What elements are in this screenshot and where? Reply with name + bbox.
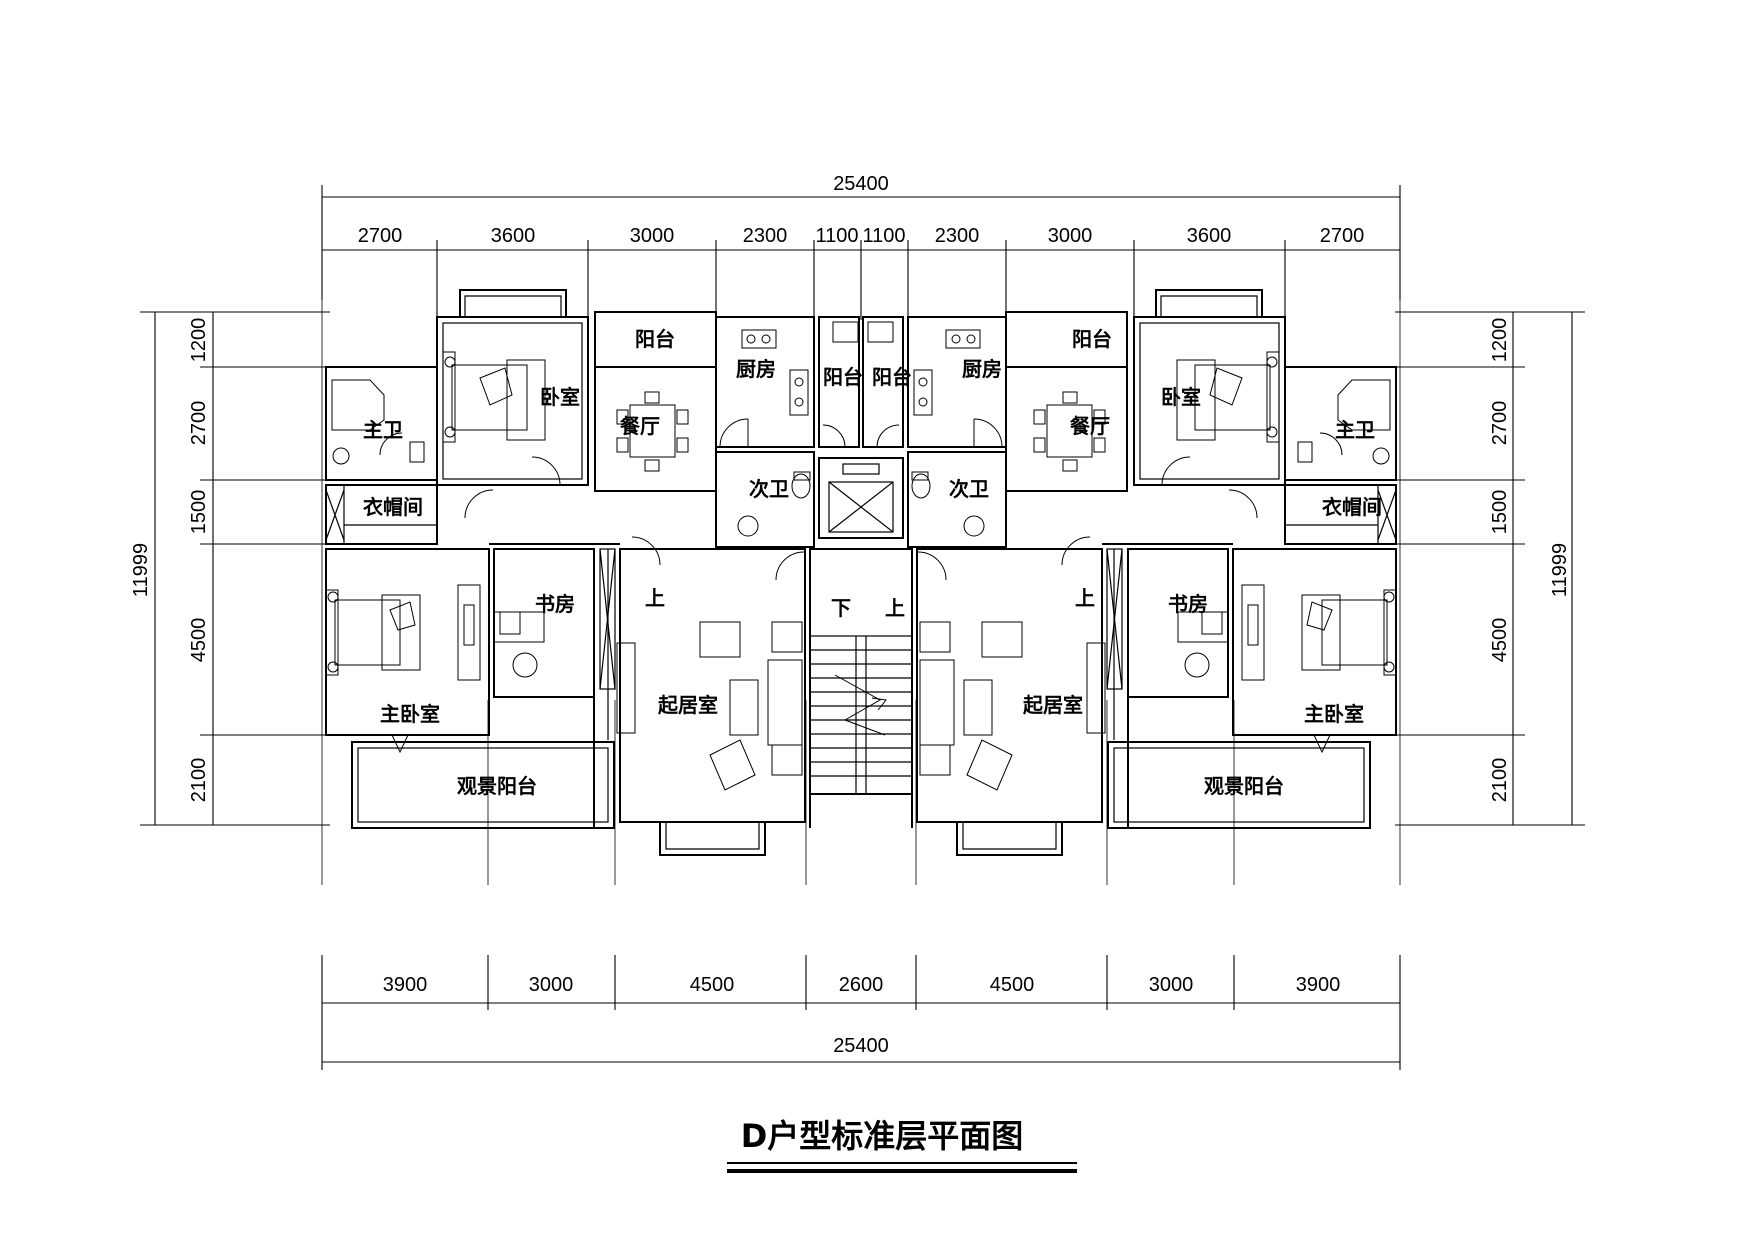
- label-stair-up-right: 上: [1075, 586, 1095, 610]
- top-total-dim: 25400: [833, 173, 889, 195]
- left-dim-2: 2700: [188, 401, 210, 446]
- left-dim-4: 4500: [188, 618, 210, 663]
- right-dim-2: 2700: [1489, 401, 1511, 446]
- left-dim-3: 1500: [188, 490, 210, 535]
- label-closet-right: 衣帽间: [1322, 495, 1382, 519]
- bottom-dim-2: 3000: [529, 974, 574, 996]
- right-dim-4: 4500: [1489, 618, 1511, 663]
- left-dim-5: 2100: [188, 758, 210, 803]
- left-total-dim: 11999: [130, 543, 152, 597]
- label-balcony-left: 阳台: [635, 327, 675, 351]
- top-dim-6: 1100: [862, 225, 905, 247]
- label-stair-down: 下: [831, 596, 851, 620]
- label-stair-up-core: 上: [885, 596, 905, 620]
- door-swings: [379, 418, 1343, 754]
- axis-lines: [321, 300, 1401, 885]
- left-dim-1: 1200: [188, 318, 210, 363]
- core-walls: [809, 316, 913, 828]
- top-dim-7: 2300: [935, 225, 980, 247]
- left-dimensions: 11999 1200 2700 1500 4500 2100: [130, 311, 330, 826]
- bottom-dim-5: 4500: [990, 974, 1035, 996]
- top-dim-4: 2300: [743, 225, 788, 247]
- label-master-bedroom-right: 主卧室: [1304, 702, 1364, 726]
- left-furniture: [325, 321, 894, 791]
- top-dim-2: 3600: [491, 225, 536, 247]
- label-living-left: 起居室: [657, 693, 718, 717]
- drawing-title: D户型标准层平面图: [741, 1117, 1024, 1155]
- right-furniture: [911, 329, 1397, 791]
- bottom-dim-1: 3900: [383, 974, 428, 996]
- label-kitchen-left: 厨房: [736, 357, 776, 381]
- label-kitchen-right: 厨房: [962, 357, 1002, 381]
- label-closet-left: 衣帽间: [363, 495, 423, 519]
- top-dim-3: 3000: [630, 225, 675, 247]
- label-master-bath-left: 主卫: [363, 418, 403, 442]
- core-labels: 下 上: [831, 596, 905, 620]
- label-dining-right: 餐厅: [1070, 414, 1110, 438]
- bottom-dim-3: 4500: [690, 974, 735, 996]
- label-small-balcony-left: 阳台: [823, 365, 863, 389]
- label-dining-left: 餐厅: [620, 414, 660, 438]
- bottom-dimensions: 3900 3000 4500 2600 4500 3000 3900 25400: [321, 955, 1401, 1070]
- right-dimensions: 11999 1200 2700 1500 4500 2100: [1395, 311, 1585, 826]
- label-stair-up-left: 上: [645, 586, 665, 610]
- bottom-total-dim: 25400: [833, 1035, 889, 1057]
- label-master-bedroom-left: 主卧室: [380, 702, 440, 726]
- right-room-labels: 阳台 厨房 阳台 卧室 主卫 餐厅 次卫 衣帽间 书房 主卧室 起居室 观景阳台…: [872, 327, 1382, 798]
- drawing-title-block: D户型标准层平面图: [727, 1117, 1077, 1173]
- label-balcony-right: 阳台: [1072, 327, 1112, 351]
- bottom-dim-4: 2600: [839, 974, 884, 996]
- bottom-dim-6: 3000: [1149, 974, 1194, 996]
- label-second-bath-left: 次卫: [749, 477, 789, 501]
- left-room-labels: 阳台 厨房 阳台 卧室 主卫 餐厅 次卫 衣帽间 书房 主卧室 起居室 观景阳台…: [363, 327, 863, 798]
- label-bedroom-right: 卧室: [1161, 385, 1201, 409]
- label-view-balcony-right: 观景阳台: [1204, 774, 1284, 798]
- top-dim-5: 1100: [815, 225, 858, 247]
- top-dim-10: 2700: [1320, 225, 1365, 247]
- right-dim-3: 1500: [1489, 490, 1511, 535]
- top-dim-8: 3000: [1048, 225, 1093, 247]
- left-unit-walls: [325, 289, 815, 856]
- label-living-right: 起居室: [1022, 693, 1083, 717]
- bottom-dim-7: 3900: [1296, 974, 1341, 996]
- label-master-bath-right: 主卫: [1335, 418, 1375, 442]
- right-dim-1: 1200: [1489, 318, 1511, 363]
- label-study-left: 书房: [535, 592, 575, 616]
- right-total-dim: 11999: [1549, 543, 1571, 597]
- label-second-bath-right: 次卫: [949, 477, 989, 501]
- top-dim-9: 3600: [1187, 225, 1232, 247]
- label-view-balcony-left: 观景阳台: [457, 774, 537, 798]
- top-dim-1: 2700: [358, 225, 403, 247]
- label-study-right: 书房: [1168, 592, 1208, 616]
- top-dimensions: 25400 2700 3600 3000 2300 1100 1100 2300…: [321, 173, 1401, 320]
- label-small-balcony-right: 阳台: [872, 365, 912, 389]
- label-bedroom-left: 卧室: [540, 385, 580, 409]
- right-dim-5: 2100: [1489, 758, 1511, 803]
